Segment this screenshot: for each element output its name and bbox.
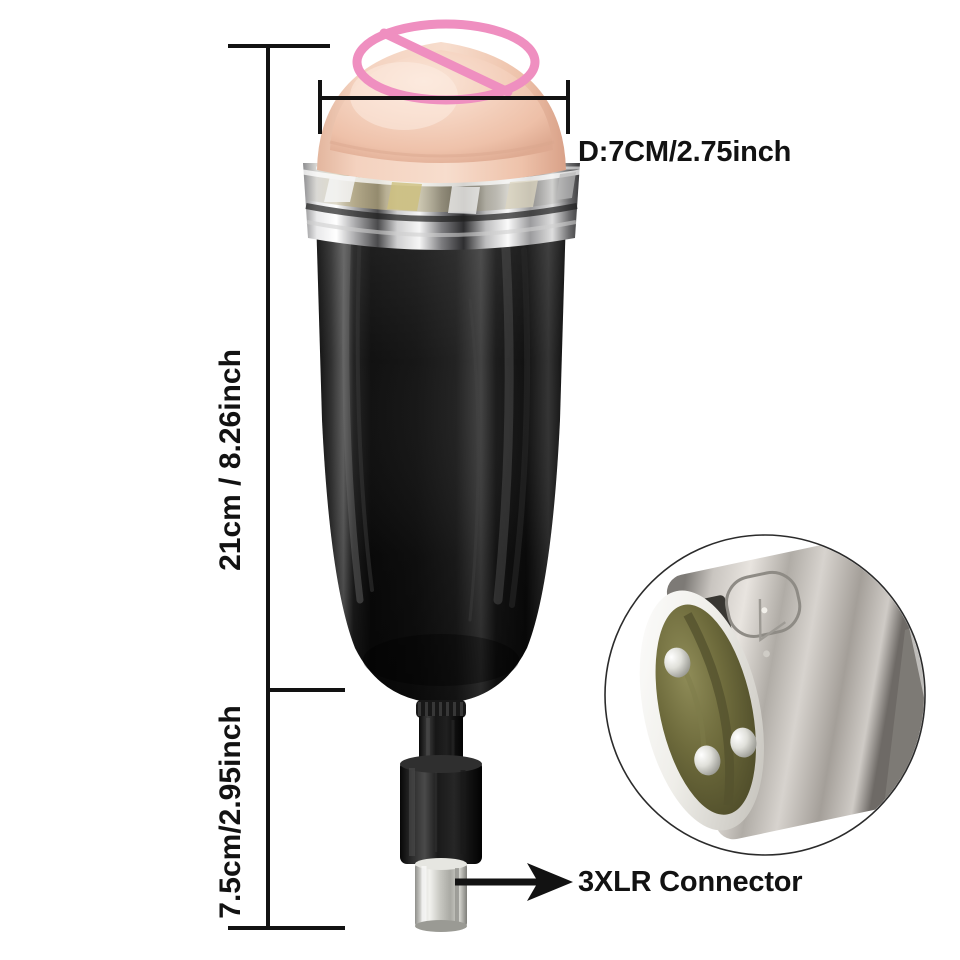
black-collar — [400, 755, 482, 864]
total-height-label: 21cm / 8.26inch — [214, 349, 247, 571]
silver-xlr-tip — [415, 858, 467, 932]
diameter-label: D:7CM/2.75inch — [578, 136, 792, 168]
flesh-colored-dome — [317, 42, 566, 183]
xlr-pin — [730, 727, 757, 758]
dimension-rules — [228, 44, 570, 930]
stem-height-label: 7.5cm/2.95inch — [214, 705, 247, 919]
connector-callout-arrow — [455, 863, 573, 901]
connector-callout-label: 3XLR Connector — [578, 866, 803, 898]
xlr-pin — [664, 647, 691, 678]
xlr-pin — [694, 745, 721, 776]
main-product — [302, 42, 581, 932]
xlr-connector-inset — [604, 534, 926, 856]
